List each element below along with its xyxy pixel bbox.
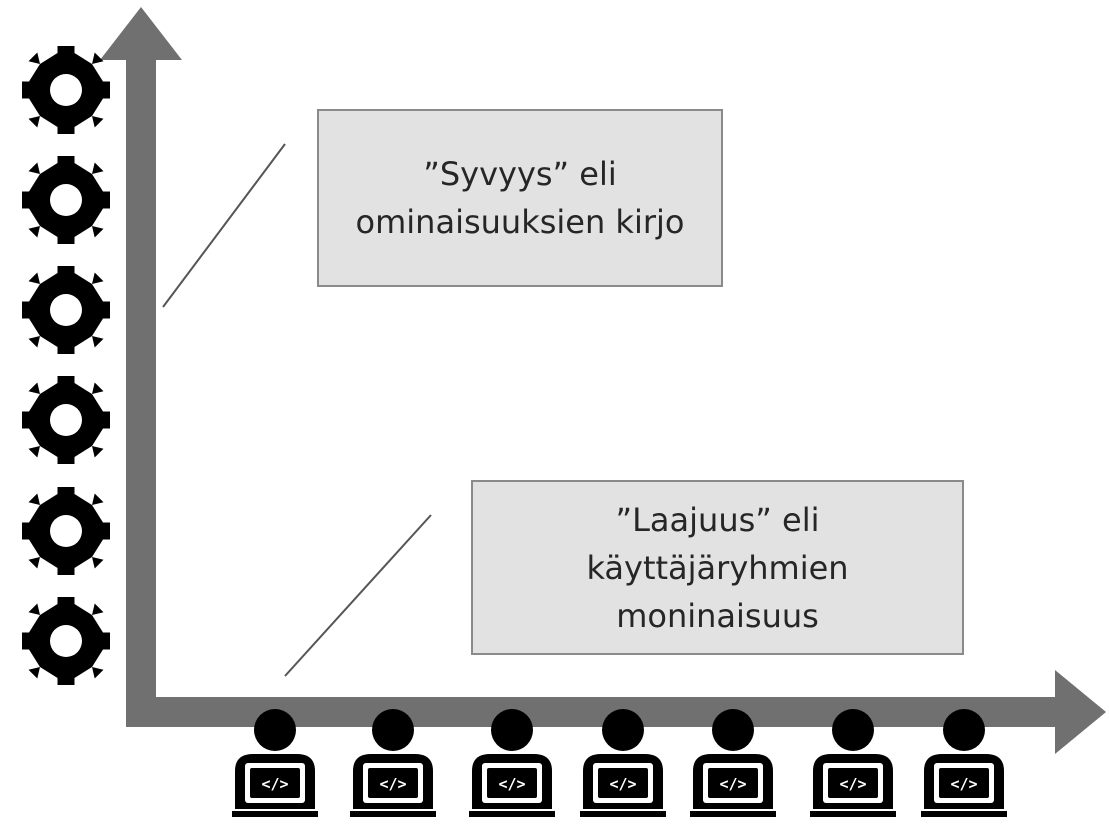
breadth-label-line-3: moninaisuus [616,596,819,635]
gear-icon [22,376,110,464]
breadth-label-line-1: ”Laajuus” eli [615,500,820,539]
gear-icon [22,156,110,244]
breadth-label-line-2: käyttäjäryhmien [586,548,849,587]
gear-icon [22,487,110,575]
gear-icon [22,46,110,134]
breadth-label-box: ”Laajuus” eli käyttäjäryhmien moninaisuu… [471,480,964,655]
gear-icon-column [22,46,110,685]
vertical-axis-arrowhead [100,7,182,60]
depth-pointer-line [162,143,286,308]
gear-icon [22,597,110,685]
breadth-pointer-line [284,514,432,677]
depth-label-line-2: ominaisuuksien kirjo [355,203,685,241]
depth-label-box: ”Syvyys” eli ominaisuuksien kirjo [317,109,723,287]
gear-icon [22,266,110,354]
depth-label-line-1: ”Syvyys” eli [423,155,617,193]
horizontal-axis-arrowhead [1055,670,1106,754]
vertical-axis [100,7,182,725]
